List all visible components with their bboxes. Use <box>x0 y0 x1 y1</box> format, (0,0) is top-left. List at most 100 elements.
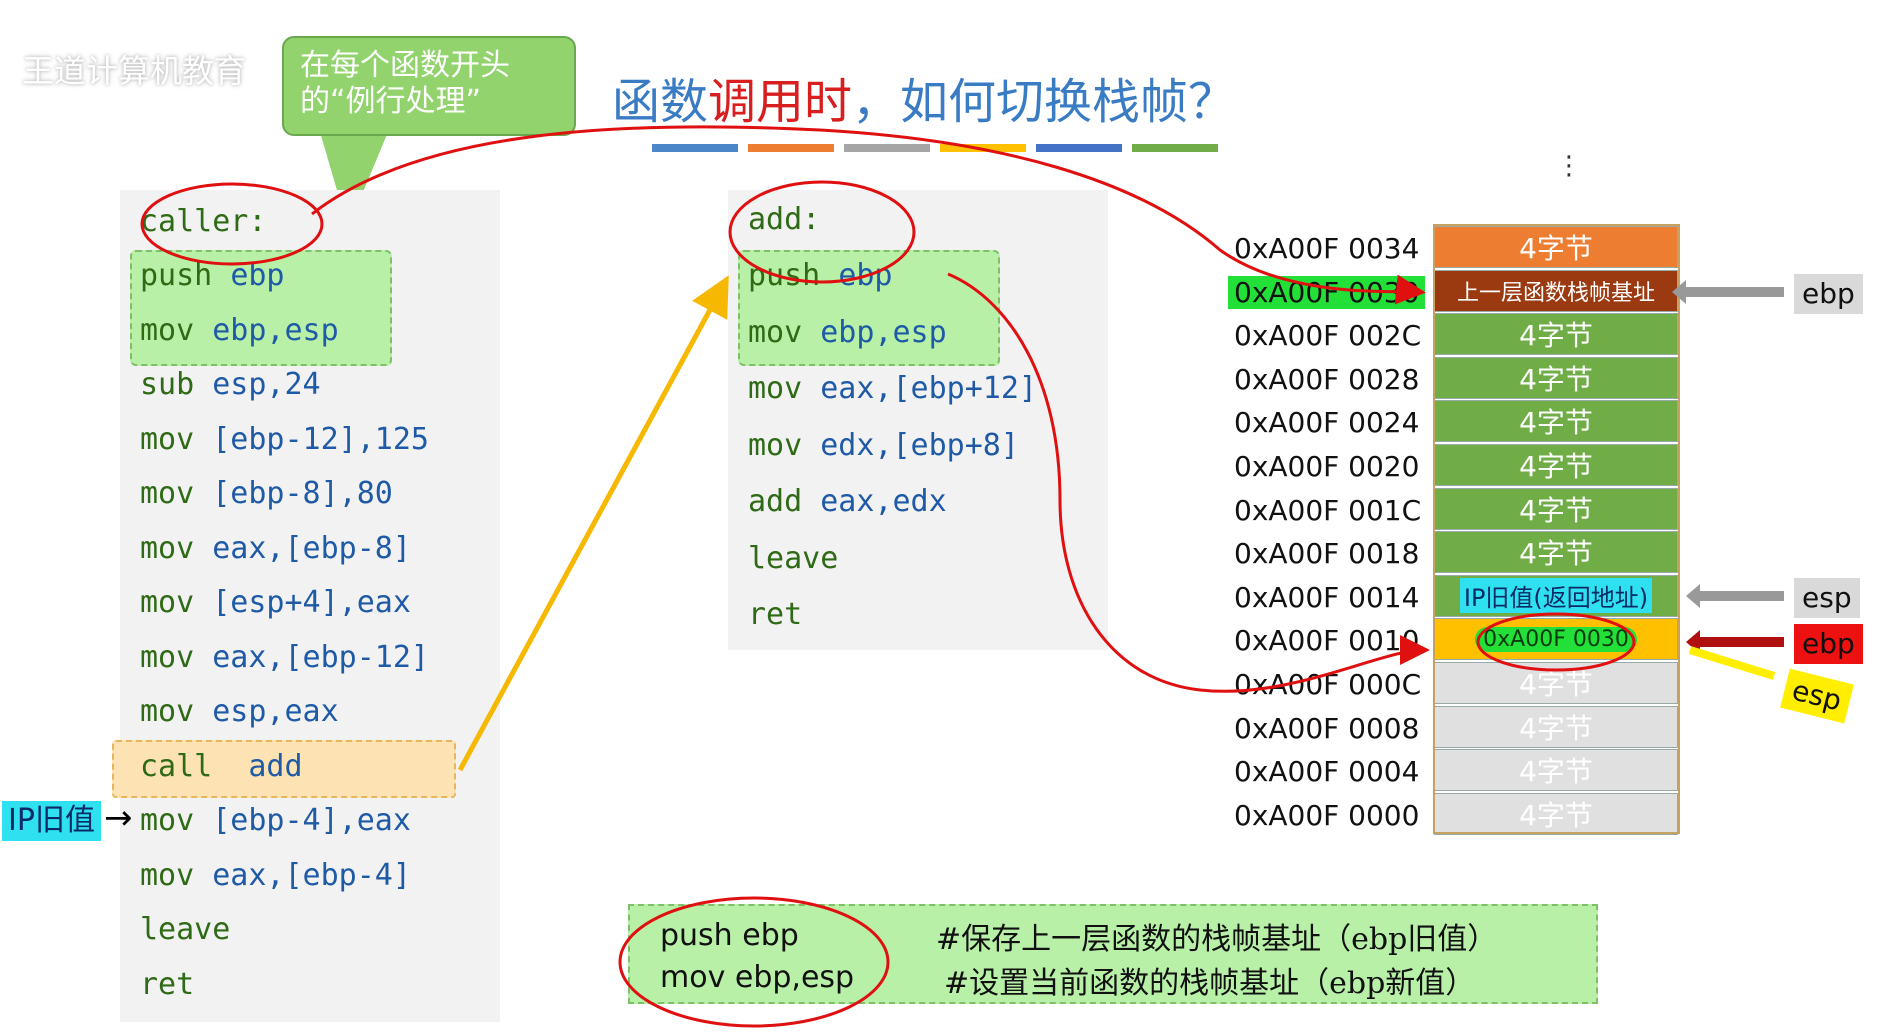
summary-comment-2: #设置当前函数的栈帧基址（ebp新值） <box>944 966 1476 1001</box>
stack-address: 0xA00F 0020 <box>1234 450 1420 483</box>
opcode: mov <box>140 803 195 838</box>
ip-arrow-icon: → <box>104 798 133 838</box>
esp-arrowhead <box>1686 584 1700 608</box>
caller-code-line: mov esp,eax <box>140 694 339 730</box>
stack-cell: 4字节 <box>1434 531 1678 574</box>
opcode: leave <box>748 540 839 576</box>
stack-cell: 4字节 <box>1434 792 1678 835</box>
opcode: mov <box>140 857 195 893</box>
stack-address: 0xA00F 0014 <box>1234 580 1420 614</box>
stack-cell: 4字节 <box>1434 400 1678 443</box>
summary-comment-1: #保存上一层函数的栈帧基址（ebp旧值） <box>936 922 1498 957</box>
stack-address: 0xA00F 0004 <box>1234 755 1420 789</box>
add-code-line: push ebp <box>748 258 893 294</box>
caller-code-line: mov [esp+4],eax <box>140 585 411 621</box>
title-bar-2 <box>844 144 930 152</box>
call-add-highlight <box>112 740 456 798</box>
caller-code-line: call add <box>140 749 303 785</box>
page-title: 函数调用时，如何切换栈帧？ <box>612 62 1236 132</box>
title-bar-0 <box>652 144 738 152</box>
caller-code-line: mov [ebp-12],125 <box>140 422 429 458</box>
caller-code-line: mov ebp,esp <box>140 313 339 349</box>
add-label: add: <box>748 202 821 237</box>
callout-bubble: 在每个函数开头 的“例行处理” <box>282 36 576 136</box>
operand: ebp,esp <box>820 314 947 350</box>
stack-cell: 4字节 <box>1434 749 1678 792</box>
stack-cell: 4字节 <box>1434 705 1678 748</box>
title-part1: 函数 <box>612 74 709 130</box>
stack-address: 0xA00F 0028 <box>1234 362 1420 396</box>
opcode: push <box>140 258 213 293</box>
caller-code-line: sub esp,24 <box>140 367 321 403</box>
stack-cell: 4字节 <box>1434 356 1678 399</box>
operand: eax,[ebp-4] <box>212 857 411 893</box>
caller-code-line: mov eax,[ebp-8] <box>140 531 411 567</box>
saved-ebp-value: 0xA00F 0030 <box>1475 626 1637 652</box>
stack-cell: IP旧值(返回地址) <box>1434 574 1678 617</box>
stack-frame-border <box>1433 224 1680 834</box>
stack-address: 0xA00F 0018 <box>1234 537 1420 571</box>
stack-address: 0xA00F 0034 <box>1234 232 1420 265</box>
opcode: mov <box>140 312 195 348</box>
opcode: mov <box>140 694 195 729</box>
stack-address: 0xA00F 0010 <box>1234 624 1420 658</box>
summary-code-1: push ebp <box>660 918 799 953</box>
opcode: mov <box>140 585 195 620</box>
ebp-pointer-label-bottom: ebp <box>1794 624 1863 664</box>
operand: eax,[ebp-12] <box>212 639 429 675</box>
operand: eax,edx <box>820 484 947 519</box>
title-bar-1 <box>748 144 834 152</box>
opcode: mov <box>140 639 195 675</box>
operand: eax,[ebp-8] <box>212 530 411 566</box>
add-code-line: add eax,edx <box>748 484 947 520</box>
esp-yellow-arrow <box>1688 646 1776 680</box>
caller-label-circle <box>140 182 324 266</box>
operand: edx,[ebp+8] <box>820 427 1019 463</box>
title-part2: 调用时 <box>708 74 853 130</box>
opcode: ret <box>748 597 803 632</box>
stack-cell: 4字节 <box>1434 226 1678 268</box>
operand: [esp+4],eax <box>212 585 411 620</box>
add-code-line: mov eax,[ebp+12] <box>748 371 1037 407</box>
caller-code-line: mov eax,[ebp-12] <box>140 640 429 676</box>
operand: esp,eax <box>212 694 339 729</box>
stack-cell: 4字节 <box>1434 487 1678 530</box>
title-bar-4 <box>1036 144 1122 152</box>
operand: [ebp-12],125 <box>212 421 429 457</box>
opcode: mov <box>140 476 195 511</box>
opcode: mov <box>748 371 803 406</box>
yellow-arrow-call-to-add <box>457 275 729 772</box>
bubble-line-1: 在每个函数开头 <box>300 48 510 83</box>
caller-code-line: ret <box>140 967 212 1003</box>
stack-address: 0xA00F 002C <box>1234 319 1422 353</box>
add-label-circle <box>728 180 916 284</box>
stack-cell: 0xA00F 0030 <box>1434 618 1678 661</box>
opcode: add <box>748 484 803 519</box>
opcode: leave <box>140 912 231 947</box>
caller-prologue-highlight <box>130 250 392 366</box>
bubble-line-2: 的“例行处理” <box>300 84 482 119</box>
ip-old-label: IP旧值 <box>2 801 101 841</box>
watermark: 王道计算机教育 <box>22 52 247 90</box>
opcode: mov <box>748 427 803 463</box>
caller-code-line: mov [ebp-4],eax <box>140 803 411 839</box>
opcode: call <box>140 748 213 784</box>
red-arrow-caller-to-stack <box>311 125 1426 305</box>
opcode: push <box>748 258 821 293</box>
add-prologue-highlight <box>738 250 1000 366</box>
stack-address: 0xA00F 0000 <box>1234 798 1420 832</box>
stack-cell: 4字节 <box>1434 313 1678 356</box>
operand: eax,[ebp+12] <box>820 371 1037 406</box>
stack-value-circle <box>1476 612 1636 672</box>
title-part3: ，如何切换栈帧？ <box>852 74 1237 130</box>
caller-code-line: mov [ebp-8],80 <box>140 476 393 512</box>
caller-label: caller: <box>140 204 267 239</box>
add-code-line: ret <box>748 597 820 633</box>
operand: ebp,esp <box>212 312 339 348</box>
opcode: mov <box>140 530 195 566</box>
summary-code-2: mov ebp,esp <box>660 960 855 995</box>
opcode: ret <box>140 966 195 1002</box>
title-bar-5 <box>1132 144 1218 152</box>
operand: add <box>230 748 303 784</box>
